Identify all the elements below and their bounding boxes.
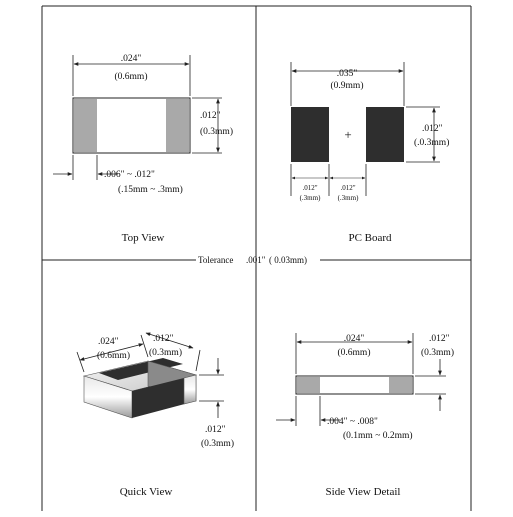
top-term-inch: .006" ~ .012" xyxy=(104,170,155,180)
top-length-mm: (0.6mm) xyxy=(115,71,148,82)
pcb-pad-height-inch: .012" xyxy=(422,124,443,134)
pcb-gap-inch: .012" xyxy=(340,184,355,192)
quick-chip-front-body xyxy=(132,375,196,418)
quick-height-mm: (0.3mm) xyxy=(201,438,234,449)
top-view-caption: Top View xyxy=(122,232,165,244)
side-height-mm: (0.3mm) xyxy=(421,347,454,358)
pc-board-caption: PC Board xyxy=(348,232,392,244)
pcb-center-mark: + xyxy=(344,127,351,142)
side-term-mm: (0.1mm ~ 0.2mm) xyxy=(343,430,413,441)
pcb-pad-width-inch: .012" xyxy=(302,184,317,192)
side-view-detail: .024" (0.6mm) .012" (0.3mm) .004" ~ .008… xyxy=(276,333,454,498)
quick-height-inch: .012" xyxy=(205,425,226,435)
pcb-pad-width-mm: (.3mm) xyxy=(300,194,321,202)
quick-view-caption: Quick View xyxy=(120,486,173,498)
top-view: .024" (0.6mm) .012" (0.3mm) .006" ~ .012… xyxy=(53,54,233,244)
top-length-inch: .024" xyxy=(121,54,142,64)
quick-width-mm: (0.3mm) xyxy=(149,347,182,358)
frame xyxy=(41,5,472,511)
top-height-mm: (0.3mm) xyxy=(200,126,233,137)
top-left-terminal xyxy=(74,99,97,152)
top-term-mm: (.15mm ~ .3mm) xyxy=(118,184,183,195)
top-height-inch: .012" xyxy=(200,111,221,121)
tolerance-mm: ( 0.03mm) xyxy=(269,255,307,265)
quick-view: .024" (0.6mm) .012" (0.3mm) .012" (0.3mm… xyxy=(76,332,234,498)
top-right-terminal xyxy=(166,99,189,152)
quick-chip-top-body xyxy=(99,358,183,380)
side-chip-body xyxy=(295,375,414,395)
quick-chip-front-right-cap xyxy=(183,374,197,405)
pcb-pad-height-mm: (.0.3mm) xyxy=(414,137,449,148)
side-term-inch: .004" ~ .008" xyxy=(327,417,378,427)
quick-length-arrow xyxy=(79,343,144,361)
quick-length-inch: .024" xyxy=(98,337,119,347)
side-height-inch: .012" xyxy=(429,334,450,344)
side-right-terminal xyxy=(389,377,412,393)
pcb-gap-mm: (.3mm) xyxy=(338,194,359,202)
quick-width-inch: .012" xyxy=(153,334,174,344)
side-left-terminal xyxy=(297,377,320,393)
side-view-caption: Side View Detail xyxy=(326,486,401,498)
pc-board-view: .035" (0.9mm) + .012" (.0.3mm) .012" (.3… xyxy=(290,62,449,244)
pcb-span-mm: (0.9mm) xyxy=(331,80,364,91)
quick-width-arrow xyxy=(145,332,194,349)
tolerance-inch: .001" xyxy=(246,255,266,265)
pcb-span-inch: .035" xyxy=(337,69,358,79)
pcb-right-pad xyxy=(366,107,404,162)
pcb-left-pad xyxy=(291,107,329,162)
quick-length-mm: (0.6mm) xyxy=(97,350,130,361)
tolerance-label: Tolerance xyxy=(198,255,233,265)
side-length-inch: .024" xyxy=(344,334,365,344)
side-length-mm: (0.6mm) xyxy=(338,347,371,358)
